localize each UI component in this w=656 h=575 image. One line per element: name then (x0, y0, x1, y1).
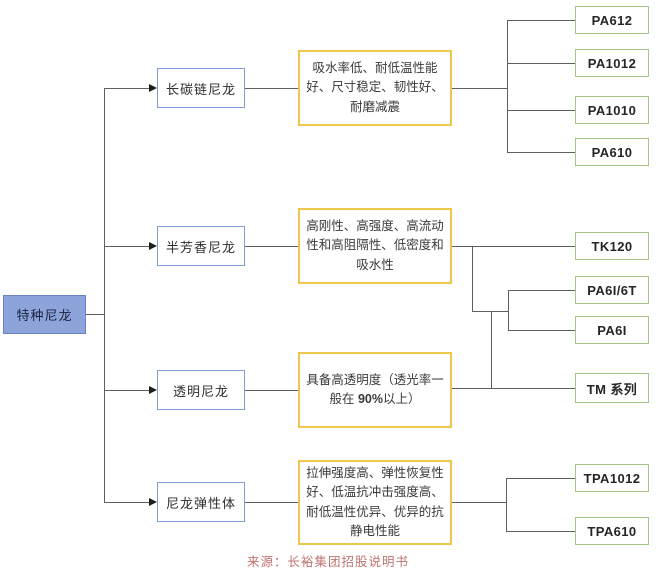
connector-line (452, 502, 506, 503)
description-text: 高刚性、高强度、高流动性和高阻隔性、低密度和吸水性 (306, 218, 444, 272)
arrowhead-icon (149, 242, 157, 250)
category-node-long-carbon-chain-nylon: 长碳链尼龙 (157, 68, 245, 108)
connector-line (452, 246, 575, 247)
description-text: 吸水率低、耐低温性能好、尺寸稳定、韧性好、耐磨减震 (306, 60, 444, 114)
connector-line (245, 246, 298, 247)
connector-line (508, 290, 509, 330)
product-node-tk120: TK120 (575, 232, 649, 260)
product-node-pa610: PA610 (575, 138, 649, 166)
connector-line (104, 502, 149, 503)
product-node-pa612: PA612 (575, 6, 649, 34)
product-node-pa1010: PA1010 (575, 96, 649, 124)
root-node-special-nylon: 特种尼龙 (3, 295, 86, 334)
description-node-elastomer: 拉伸强度高、弹性恢复性好、低温抗冲击强度高、耐低温性优异、优异的抗静电性能 (298, 460, 452, 545)
connector-line (491, 311, 492, 388)
product-node-tm-series: TM 系列 (575, 373, 649, 403)
connector-line (104, 390, 149, 391)
connector-line (507, 20, 508, 152)
connector-line (508, 330, 575, 331)
product-node-pa6i: PA6I (575, 316, 649, 344)
product-node-tpa610: TPA610 (575, 517, 649, 545)
connector-line (104, 246, 149, 247)
description-text: 拉伸强度高、弹性恢复性好、低温抗冲击强度高、耐低温性优异、优异的抗静电性能 (306, 465, 444, 538)
connector-line (245, 88, 298, 89)
category-node-semi-aromatic-nylon: 半芳香尼龙 (157, 226, 245, 266)
connector-line (86, 314, 104, 315)
description-node-transparent: 具备高透明度（透光率一般在 90%以上） (298, 352, 452, 428)
connector-line (507, 110, 575, 111)
connector-line (472, 311, 508, 312)
connector-line (506, 478, 575, 479)
connector-line (507, 63, 575, 64)
connector-line (507, 20, 575, 21)
connector-line (245, 502, 298, 503)
connector-line (245, 390, 298, 391)
description-node-semi-aromatic: 高刚性、高强度、高流动性和高阻隔性、低密度和吸水性 (298, 208, 452, 284)
description-text: 具备高透明度（透光率一般在 90%以上） (306, 372, 444, 406)
product-node-tpa1012: TPA1012 (575, 464, 649, 492)
description-node-long-carbon-chain: 吸水率低、耐低温性能好、尺寸稳定、韧性好、耐磨减震 (298, 50, 452, 126)
arrowhead-icon (149, 84, 157, 92)
arrowhead-icon (149, 498, 157, 506)
product-node-pa1012: PA1012 (575, 49, 649, 77)
connector-line (508, 290, 575, 291)
connector-line (104, 88, 105, 502)
connector-line (507, 152, 575, 153)
connector-line (104, 88, 149, 89)
connector-line (452, 388, 576, 389)
connector-line (452, 88, 507, 89)
category-node-nylon-elastomer: 尼龙弹性体 (157, 482, 245, 522)
connector-line (506, 478, 507, 531)
connector-line (472, 246, 473, 311)
category-node-transparent-nylon: 透明尼龙 (157, 370, 245, 410)
product-node-pa6i-6t: PA6I/6T (575, 276, 649, 304)
source-caption: 来源：长裕集团招股说明书 (246, 555, 409, 569)
connector-line (506, 531, 575, 532)
arrowhead-icon (149, 386, 157, 394)
